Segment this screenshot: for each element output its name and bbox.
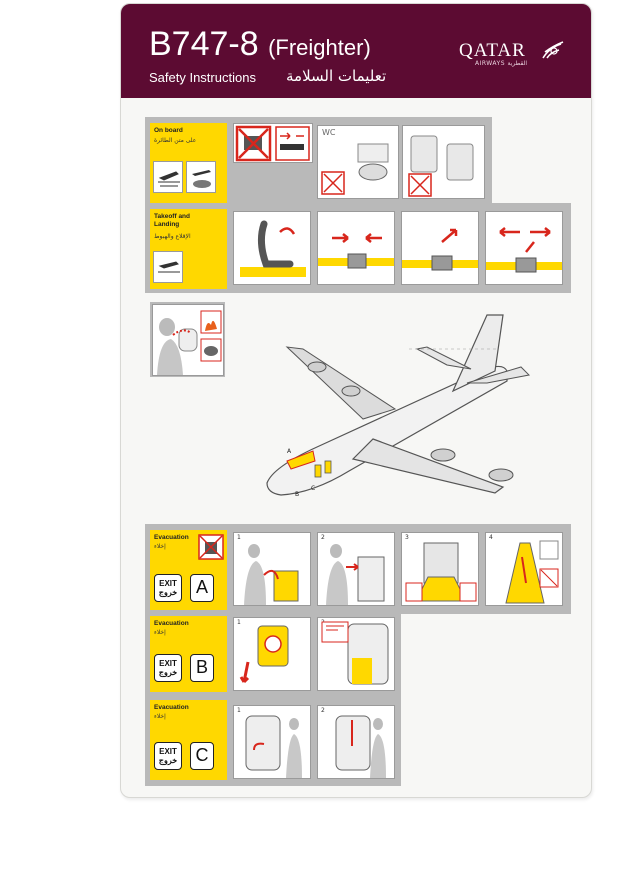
no-electronics-icon: [235, 125, 272, 162]
evac-b-step-1: 1: [233, 617, 311, 691]
aircraft-illustration: [266, 314, 531, 496]
evac-a-step-1: 1: [233, 532, 311, 606]
plane-takeoff-icon: [153, 161, 183, 193]
no-electronics-panel: [233, 123, 313, 163]
safety-card: B747-8 (Freighter) Safety Instructions ت…: [120, 3, 592, 798]
airline-logo-sub: AIRWAYS القطرية: [475, 60, 528, 67]
oryx-logo-icon: [542, 41, 564, 59]
door-c-badge: C: [190, 742, 214, 770]
plane-clouds-icon: [186, 161, 216, 193]
seat-upright-panel: [233, 211, 311, 285]
seatbelt-step-1: [317, 211, 395, 285]
door-label-c: C: [311, 485, 316, 492]
seatbelt-icon: [275, 126, 310, 161]
airline-logo: QATAR: [459, 40, 526, 61]
door-a-badge: A: [190, 574, 214, 602]
door-b-badge: B: [190, 654, 214, 682]
no-smoking-icon: [321, 143, 389, 195]
onboard-label: On board على متن الطائرة: [150, 123, 227, 203]
smoke-fire-panel: [152, 304, 224, 376]
card-title: B747-8 (Freighter): [149, 25, 371, 63]
door-label-b: B: [295, 491, 300, 498]
runway-icon: [153, 251, 183, 283]
card-header: B747-8 (Freighter) Safety Instructions ت…: [121, 4, 591, 98]
seatbelt-step-2: [401, 211, 479, 285]
takeoff-label: Takeoff and Landing الإقلاع والهبوط: [150, 209, 227, 289]
seat-no-smoking-panel: [402, 125, 485, 199]
evac-c-step-1: 1: [233, 705, 311, 779]
evac-b-step-2: 2: [317, 617, 395, 691]
seatbelt-step-3: [485, 211, 563, 285]
subtitle-en: Safety Instructions: [149, 70, 256, 85]
subtitle-ar: تعليمات السلامة: [286, 67, 387, 85]
evac-c-step-2: 2: [317, 705, 395, 779]
wc-panel: WC: [317, 125, 399, 199]
evac-a-step-4: 4: [485, 532, 563, 606]
evac-a-step-2: 2: [317, 532, 395, 606]
cabin-seats-icon: [408, 135, 474, 197]
evac-a-step-3: 3: [401, 532, 479, 606]
door-label-a: A: [287, 448, 292, 455]
no-baggage-icon: [198, 534, 224, 560]
